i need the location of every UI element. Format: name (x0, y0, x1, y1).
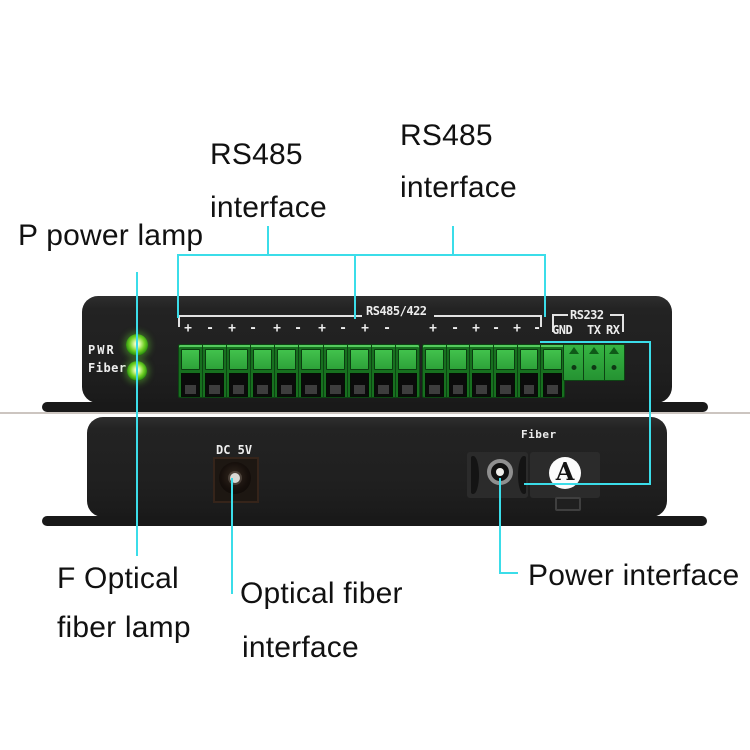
rs232-bracket-right-tick (622, 314, 624, 332)
terminal-group-label: RS485/422 (366, 304, 427, 318)
terminal-sign: - (206, 321, 214, 336)
rs232-bracket-right (610, 314, 624, 316)
label-rs485-left-line1: RS485 (210, 138, 303, 171)
label-power-interface: Power interface (528, 559, 740, 592)
leader-line-rs485-drop-middle (354, 254, 356, 319)
pin-hole-icon (591, 365, 597, 370)
dust-cap-tab (555, 497, 581, 511)
terminal-cell (251, 345, 276, 397)
terminal-sign: + (184, 321, 192, 336)
fiber-led-label: Fiber (88, 361, 127, 375)
leader-line-power-interface-stem (499, 478, 501, 574)
top-panel-mounting-flange (42, 402, 708, 412)
fiber-connector-core (496, 468, 504, 476)
label-f-optical-line1: F Optical (57, 562, 179, 595)
rs232-terminal-cell (604, 345, 624, 380)
rs485-422-bracket-right-tick (540, 315, 542, 327)
label-rs485-left-line2: interface (210, 191, 327, 224)
leader-line-power-interface-foot (499, 572, 518, 574)
terminal-sign: - (451, 321, 459, 336)
bottom-panel-mounting-flange (42, 516, 707, 526)
terminal-sign: - (492, 321, 500, 336)
terminal-cell (541, 345, 564, 397)
rs485-422-bracket-left (178, 315, 362, 317)
terminal-sign: - (294, 321, 302, 336)
terminal-sign: - (339, 321, 347, 336)
leader-line-power-lamp (136, 272, 138, 556)
label-p-power-lamp: P power lamp (18, 219, 204, 252)
label-optical-fiber-line2: interface (242, 631, 359, 664)
terminal-sign: - (249, 321, 257, 336)
terminal-sign: + (318, 321, 326, 336)
terminal-cell (447, 345, 471, 397)
leader-line-dc-jack (231, 478, 233, 594)
leader-line-rs485-right-stem (452, 226, 454, 255)
connector-clip-left (471, 456, 479, 494)
terminal-cell (396, 345, 419, 397)
terminal-cell (372, 345, 396, 397)
terminal-sign: - (383, 321, 391, 336)
pin-arrow-icon (609, 347, 620, 354)
label-f-optical-line2: fiber lamp (57, 611, 191, 644)
terminal-cell (203, 345, 228, 397)
rs232-terminal-cell (564, 345, 585, 380)
dc-jack-pin (230, 473, 240, 483)
rs232-terminal-cell (584, 345, 605, 380)
terminal-cell (275, 345, 300, 397)
connector-clip-right (518, 456, 526, 494)
leader-line-rs485-drop-left (177, 254, 179, 318)
pin-arrow-icon (588, 347, 599, 354)
terminal-cell (494, 345, 518, 397)
leader-line-rs485-left-stem (267, 226, 269, 255)
terminal-cell (324, 345, 348, 397)
terminal-sign: + (228, 321, 236, 336)
terminal-cell (518, 345, 542, 397)
terminal-sign: + (513, 321, 521, 336)
terminal-cell (348, 345, 372, 397)
rs232-pin-tx: TX (587, 323, 601, 337)
pwr-led-label: PWR (88, 343, 116, 357)
rs232-bracket-left (552, 314, 568, 316)
pin-hole-icon (571, 365, 577, 370)
photo-seam-line (0, 412, 750, 414)
pin-arrow-icon (568, 347, 579, 354)
label-rs485-right-line1: RS485 (400, 119, 493, 152)
leader-line-fiber-elbow-side (649, 341, 651, 485)
terminal-cell (299, 345, 324, 397)
terminal-sign: + (361, 321, 369, 336)
leader-line-fiber-elbow-bottom (524, 483, 651, 485)
rs485-422-bracket-left-tick (178, 315, 180, 327)
terminal-cell (227, 345, 252, 397)
leader-line-rs485-drop-right (544, 254, 546, 317)
terminal-sign: + (429, 321, 437, 336)
terminal-cell (470, 345, 495, 397)
terminal-sign: - (533, 321, 541, 336)
label-optical-fiber-line1: Optical fiber (240, 577, 403, 610)
leader-line-fiber-elbow-top (540, 341, 651, 343)
pin-hole-icon (611, 365, 617, 370)
terminal-sign: + (472, 321, 480, 336)
leader-line-rs485-bracket (177, 254, 546, 256)
rs485-terminal-block-2 (422, 344, 565, 398)
label-rs485-right-line2: interface (400, 171, 517, 204)
rs232-pin-rx: RX (606, 323, 620, 337)
power-jack-label: DC 5V (216, 443, 253, 457)
rs485-terminal-block-1 (178, 344, 420, 398)
rs232-pin-gnd: GND (552, 323, 573, 337)
fiber-port-label: Fiber (521, 428, 557, 441)
rs485-422-bracket-right (434, 315, 542, 317)
terminal-sign: + (273, 321, 281, 336)
terminal-cell (179, 345, 204, 397)
rs232-bracket-left-tick (552, 314, 554, 332)
terminal-cell (423, 345, 447, 397)
rs232-label: RS232 (570, 308, 604, 322)
rs232-terminal-block (563, 344, 625, 381)
